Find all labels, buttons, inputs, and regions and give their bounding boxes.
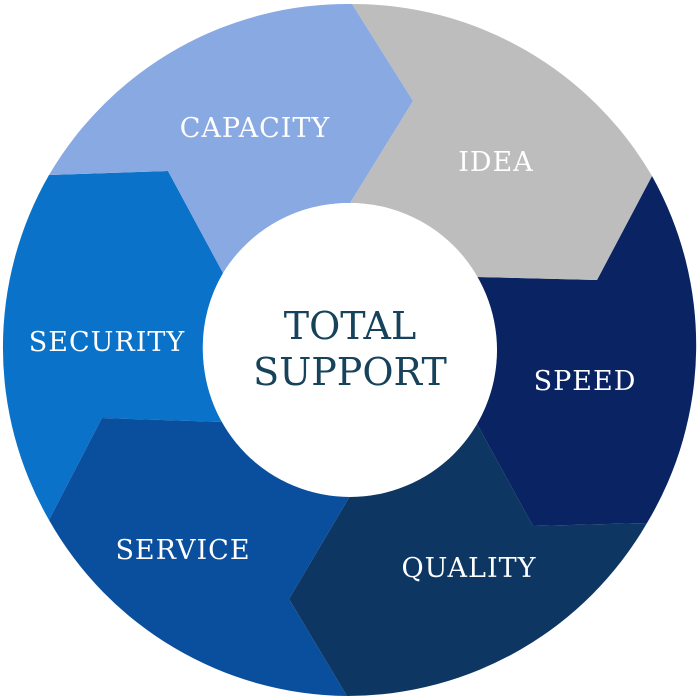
center-title-line2: SUPPORT <box>253 350 447 394</box>
segment-label-security: SECURITY <box>29 327 186 358</box>
segment-service <box>49 418 350 696</box>
segment-label-idea: IDEA <box>458 147 534 178</box>
segment-security <box>2 171 224 520</box>
center-hub <box>203 203 497 497</box>
center-title-line1: TOTAL <box>284 304 416 348</box>
segment-capacity <box>49 3 413 274</box>
segment-speed <box>477 176 697 526</box>
segment-label-speed: SPEED <box>534 366 637 397</box>
segment-label-capacity: CAPACITY <box>180 113 331 144</box>
segment-label-service: SERVICE <box>115 535 250 566</box>
segment-idea <box>350 3 652 280</box>
segment-quality <box>289 424 647 697</box>
segment-label-quality: QUALITY <box>402 553 537 584</box>
